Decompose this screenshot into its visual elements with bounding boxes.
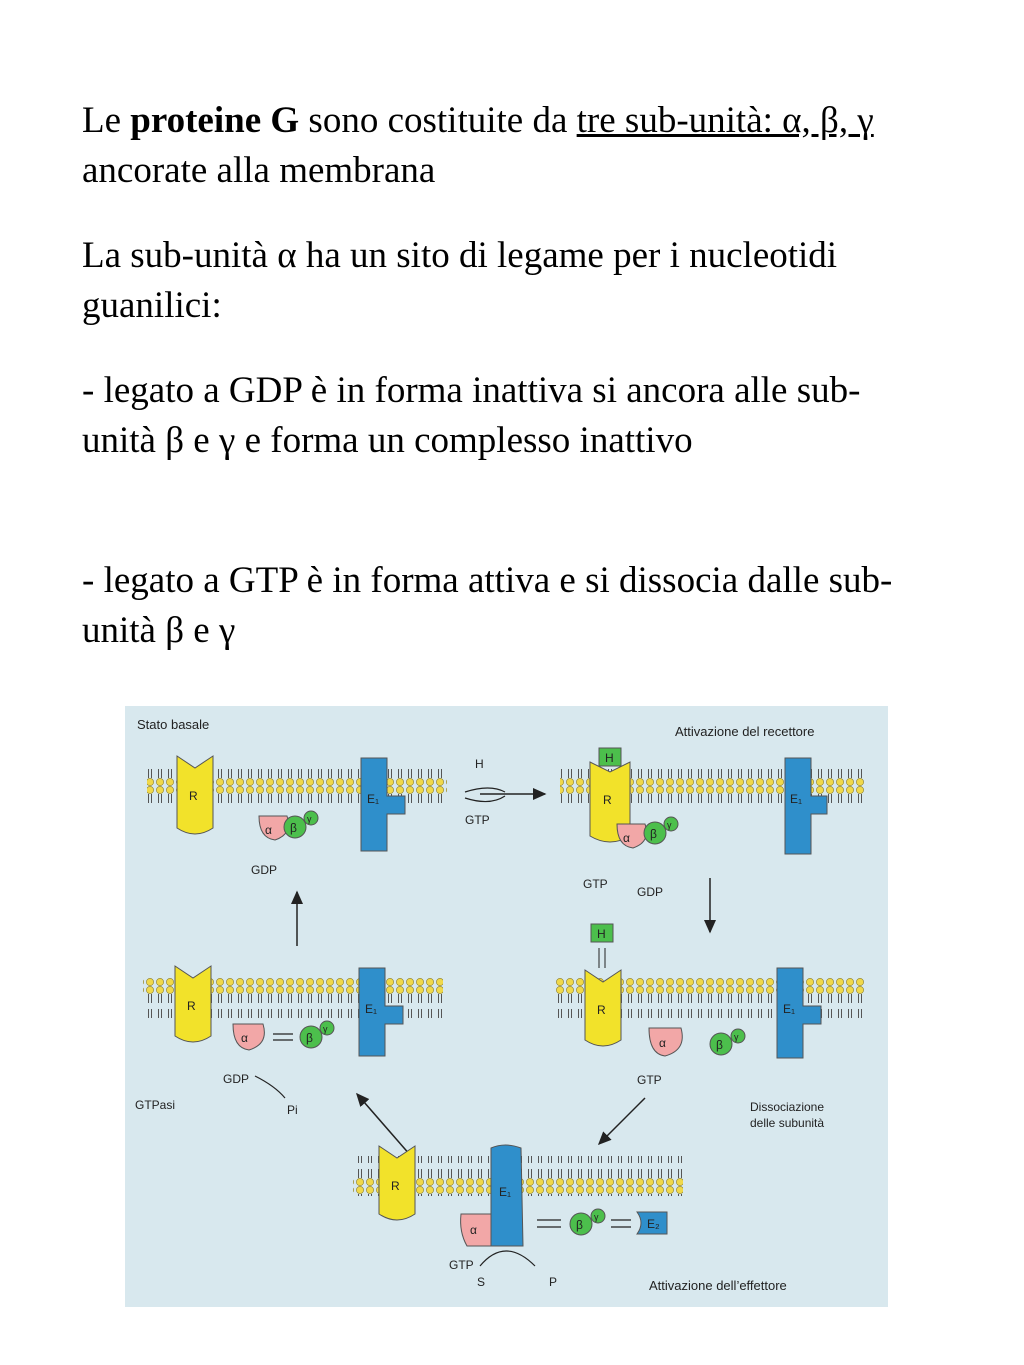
gamma-letter-3: γ [323, 1024, 328, 1034]
alpha-letter-5: α [470, 1223, 477, 1237]
beta-letter-5: β [576, 1218, 583, 1232]
beta-letter-1: β [290, 821, 297, 835]
label-gdp-2: GDP [637, 885, 663, 899]
receptor-letter-3: R [187, 999, 196, 1013]
label-attivazione-recettore: Attivazione del recettore [675, 724, 814, 739]
receptor-letter-1: R [189, 789, 198, 803]
gamma-letter-2: γ [667, 820, 672, 830]
label-attivazione-effettore: Attivazione dell’effettore [649, 1278, 787, 1293]
label-gdp-3: GDP [223, 1072, 249, 1086]
effector-letter-2: E₁ [790, 792, 802, 806]
label-stato-basale: Stato basale [137, 717, 209, 732]
alpha-letter-2: α [623, 831, 630, 845]
beta-letter-4: β [716, 1038, 723, 1052]
label-s: S [477, 1275, 485, 1289]
alpha-letter-4: α [659, 1036, 666, 1050]
label-h-arrow: H [475, 757, 484, 771]
hormone-letter-1: H [605, 751, 614, 765]
intro-le: Le [82, 100, 130, 141]
effector-letter-3: E₁ [365, 1002, 377, 1016]
gamma-letter-1: γ [307, 814, 312, 824]
alpha-letter-3: α [241, 1031, 248, 1045]
effector-letter-1: E₁ [367, 792, 379, 806]
label-gtp-2: GTP [583, 877, 608, 891]
hormone-letter-2: H [597, 927, 606, 941]
paragraph-gtp: - legato a GTP è in forma attiva e si di… [82, 556, 922, 656]
label-p: P [549, 1275, 557, 1289]
paragraph-intro: Le proteine G sono costituite da tre sub… [82, 96, 922, 196]
intro-end: ancorate alla membrana [82, 150, 435, 191]
label-dissociazione-1: Dissociazione [750, 1100, 824, 1114]
label-gtpasi: GTPasi [135, 1098, 175, 1112]
label-gtp-5: GTP [449, 1258, 474, 1272]
paragraph-gdp: - legato a GDP è in forma inattiva si an… [82, 366, 922, 466]
effector-letter-5: E₁ [499, 1185, 511, 1199]
label-gtp-4: GTP [637, 1073, 662, 1087]
gamma-letter-5: γ [594, 1212, 599, 1222]
label-gdp-1: GDP [251, 863, 277, 877]
receptor-letter-2: R [603, 793, 612, 807]
receptor-letter-4: R [597, 1003, 606, 1017]
beta-letter-3: β [306, 1031, 313, 1045]
effector2-letter: E₂ [647, 1217, 660, 1231]
alpha-letter-1: α [265, 823, 272, 837]
intro-bold-term: proteine G [130, 100, 299, 141]
beta-letter-2: β [650, 827, 657, 841]
receptor-letter-5: R [391, 1179, 400, 1193]
paragraph-alpha-site: La sub-unità α ha un sito di legame per … [82, 231, 922, 331]
label-dissociazione-2: delle subunità [750, 1116, 824, 1130]
gamma-letter-4: γ [734, 1032, 739, 1042]
label-gtp-arrow: GTP [465, 813, 490, 827]
intro-mid: sono costituite da [299, 100, 576, 141]
intro-underlined: tre sub-unità: α, β, γ [577, 100, 874, 141]
effector-letter-4: E₁ [783, 1002, 795, 1016]
label-pi: Pi [287, 1103, 298, 1117]
g-protein-cycle-figure: Stato basale R E₁ α β γ GDP H GTP Attiva… [125, 706, 888, 1307]
